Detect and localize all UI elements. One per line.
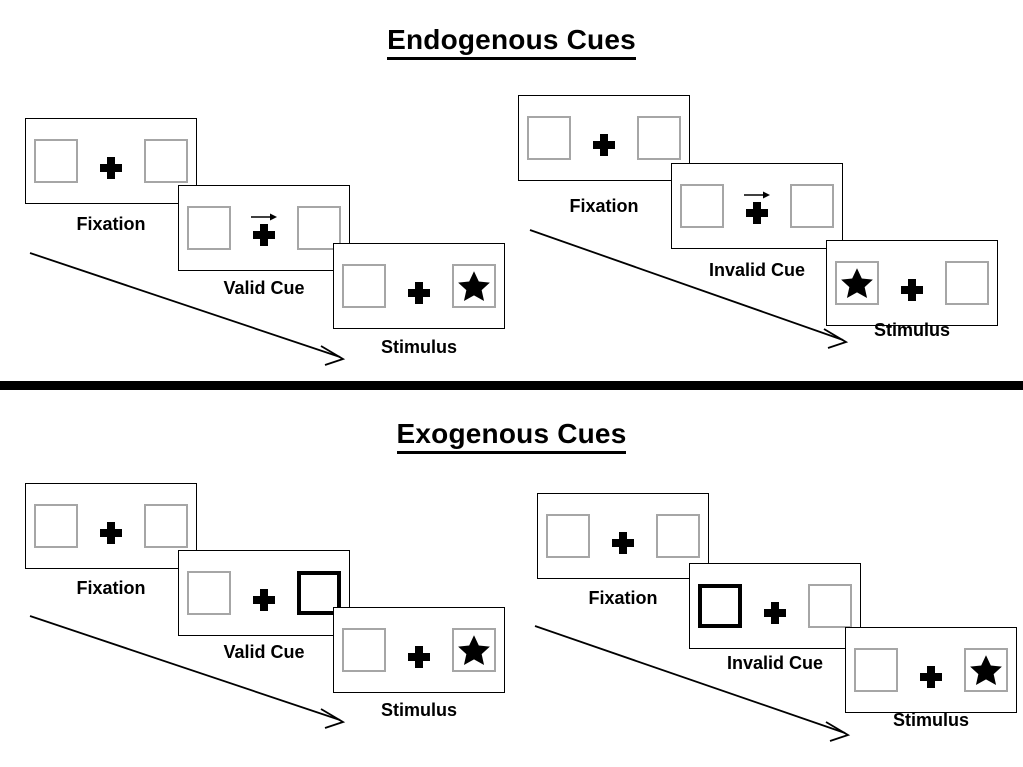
panel-label-text: Stimulus [892, 710, 969, 730]
target-box-right-cued[interactable] [297, 571, 341, 615]
panel-label-text: Fixation [588, 588, 658, 608]
panel-label-endogenous-invalid-fixation: Fixation [518, 196, 690, 217]
panel-label-text: Fixation [569, 196, 639, 216]
fixation-centre [608, 518, 638, 554]
screen-endogenous-invalid-fixation[interactable] [518, 95, 690, 181]
target-box-right[interactable] [656, 514, 700, 558]
target-box-left[interactable] [34, 504, 78, 548]
right-arrow-icon [743, 188, 771, 201]
fixation-cross-icon [920, 666, 942, 688]
panel-label-text: Fixation [76, 578, 146, 598]
target-box-right[interactable] [452, 264, 496, 308]
stimulus-centre [404, 632, 434, 668]
screen-exogenous-invalid-cue[interactable] [689, 563, 861, 649]
panel-label-exogenous-valid-fixation: Fixation [25, 578, 197, 599]
screen-endogenous-invalid-cue[interactable] [671, 163, 843, 249]
panel-label-text: Fixation [76, 214, 146, 234]
target-box-left[interactable] [187, 206, 231, 250]
target-box-right[interactable] [808, 584, 852, 628]
panel-label-exogenous-valid-stimulus: Stimulus [333, 700, 505, 721]
target-box-right[interactable] [144, 504, 188, 548]
screen-endogenous-valid-fixation[interactable] [25, 118, 197, 204]
cue-centre [249, 575, 279, 611]
panel-label-exogenous-invalid-cue: Invalid Cue [689, 653, 861, 674]
stimulus-centre [404, 268, 434, 304]
fixation-cross-icon [746, 202, 768, 224]
star-icon [458, 271, 490, 302]
stimulus-centre [916, 652, 946, 688]
panel-label-text: Stimulus [380, 700, 457, 720]
fixation-cross-icon [408, 282, 430, 304]
star-icon [970, 655, 1002, 686]
target-box-left[interactable] [527, 116, 571, 160]
fixation-cross-icon [901, 279, 923, 301]
exogenous-section-title: Exogenous Cues [0, 418, 1023, 454]
panel-label-endogenous-valid-stimulus: Stimulus [333, 337, 505, 358]
endogenous-section-title: Endogenous Cues [0, 24, 1023, 60]
panel-label-exogenous-invalid-fixation: Fixation [537, 588, 709, 609]
panel-label-text: Invalid Cue [708, 260, 806, 280]
screen-exogenous-valid-fixation[interactable] [25, 483, 197, 569]
fixation-cross-icon [593, 134, 615, 156]
target-box-right[interactable] [790, 184, 834, 228]
target-box-right[interactable] [964, 648, 1008, 692]
screen-endogenous-valid-cue[interactable] [178, 185, 350, 271]
fixation-centre [96, 143, 126, 179]
fixation-cross-icon [253, 224, 275, 246]
target-box-right[interactable] [945, 261, 989, 305]
cue-centre [249, 210, 279, 246]
cue-centre [742, 188, 772, 224]
target-box-left[interactable] [342, 628, 386, 672]
target-box-left[interactable] [34, 139, 78, 183]
target-box-right[interactable] [297, 206, 341, 250]
panel-label-endogenous-invalid-cue: Invalid Cue [671, 260, 843, 281]
star-icon [458, 635, 490, 666]
panel-label-endogenous-valid-fixation: Fixation [25, 214, 197, 235]
target-box-right[interactable] [144, 139, 188, 183]
screen-endogenous-invalid-stimulus[interactable] [826, 240, 998, 326]
cue-centre [760, 588, 790, 624]
screen-exogenous-valid-cue[interactable] [178, 550, 350, 636]
endogenous-title-text: Endogenous Cues [387, 24, 636, 60]
panel-label-text: Valid Cue [223, 278, 305, 298]
screen-exogenous-invalid-fixation[interactable] [537, 493, 709, 579]
panel-label-text: Valid Cue [223, 642, 305, 662]
fixation-centre [589, 120, 619, 156]
target-box-left[interactable] [187, 571, 231, 615]
target-box-left[interactable] [546, 514, 590, 558]
fixation-cross-icon [612, 532, 634, 554]
target-box-left[interactable] [680, 184, 724, 228]
right-arrow-icon [250, 210, 278, 223]
target-box-right[interactable] [637, 116, 681, 160]
panel-label-text: Stimulus [873, 320, 950, 340]
screen-exogenous-valid-stimulus[interactable] [333, 607, 505, 693]
fixation-cross-icon [100, 157, 122, 179]
target-box-right[interactable] [452, 628, 496, 672]
exogenous-title-text: Exogenous Cues [396, 418, 627, 454]
fixation-cross-icon [100, 522, 122, 544]
screen-exogenous-invalid-stimulus[interactable] [845, 627, 1017, 713]
fixation-cross-icon [253, 589, 275, 611]
panel-label-exogenous-valid-cue: Valid Cue [178, 642, 350, 663]
fixation-centre [96, 508, 126, 544]
target-box-left[interactable] [854, 648, 898, 692]
panel-label-text: Invalid Cue [726, 653, 824, 673]
stimulus-centre [897, 265, 927, 301]
screen-endogenous-valid-stimulus[interactable] [333, 243, 505, 329]
panel-label-text: Stimulus [380, 337, 457, 357]
panel-label-endogenous-invalid-stimulus: Stimulus [826, 320, 998, 341]
target-box-left[interactable] [342, 264, 386, 308]
fixation-cross-icon [764, 602, 786, 624]
section-divider [0, 381, 1023, 390]
panel-label-exogenous-invalid-stimulus: Stimulus [845, 710, 1017, 731]
fixation-cross-icon [408, 646, 430, 668]
star-icon [841, 268, 873, 299]
panel-label-endogenous-valid-cue: Valid Cue [178, 278, 350, 299]
